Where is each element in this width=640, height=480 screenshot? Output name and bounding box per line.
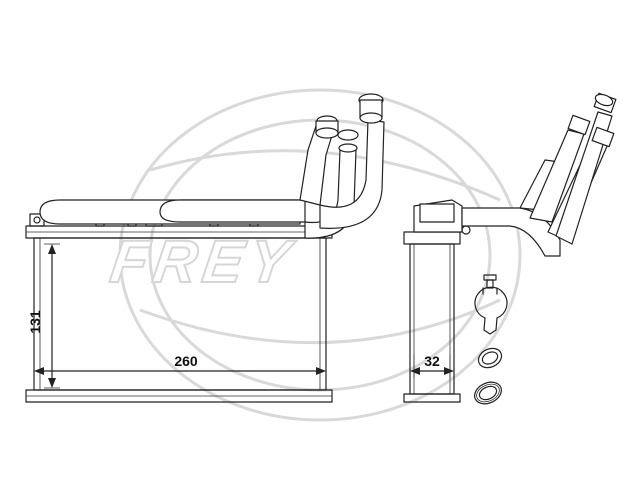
screw-part (483, 274, 497, 289)
width-dimension-label: 260 (174, 353, 198, 369)
pipe-clip-part (474, 286, 508, 335)
width-dimension: 260 (34, 353, 326, 375)
heater-core-front-view: 131 260 (25, 93, 385, 403)
height-dimension-label: 131 (27, 310, 43, 334)
o-ring-small-part (477, 347, 503, 369)
depth-dimension: 32 (410, 353, 454, 378)
accessories (474, 274, 508, 405)
heater-core-side-view: 32 (403, 92, 617, 403)
o-ring-large-part (474, 381, 502, 405)
height-dimension: 131 (27, 243, 60, 389)
depth-dimension-label: 32 (424, 353, 440, 369)
